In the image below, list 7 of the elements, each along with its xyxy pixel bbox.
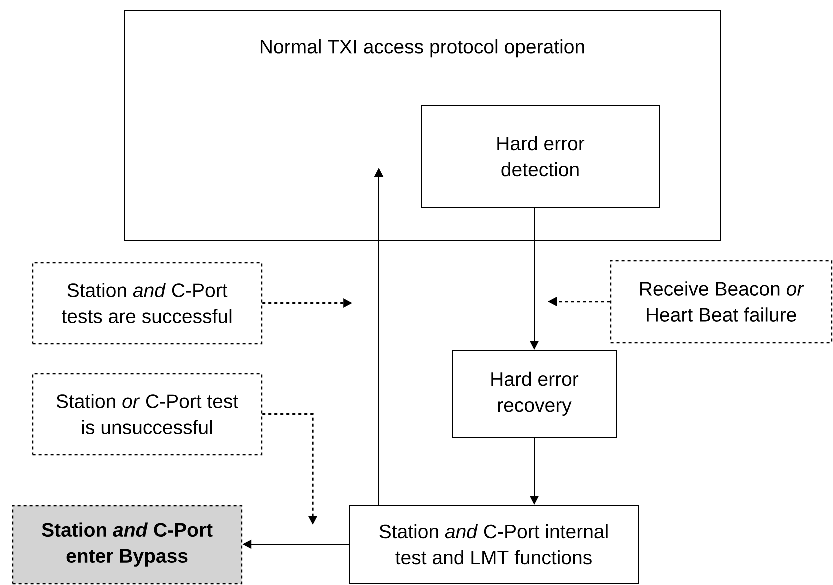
condition-box: Receive Beacon or Heart Beat failure xyxy=(610,260,833,344)
process-box: Hard error recovery xyxy=(452,350,617,438)
bypass-box: Station and C-Port enter Bypass xyxy=(12,504,243,585)
process-box: Hard error detection xyxy=(421,104,660,208)
condition-box: Station and C-Port tests are successful xyxy=(32,262,263,345)
process-box: Station and C-Port internal test and LMT functions xyxy=(349,504,639,584)
condition-box: Station or C-Port test is unsuccessful xyxy=(32,372,263,456)
